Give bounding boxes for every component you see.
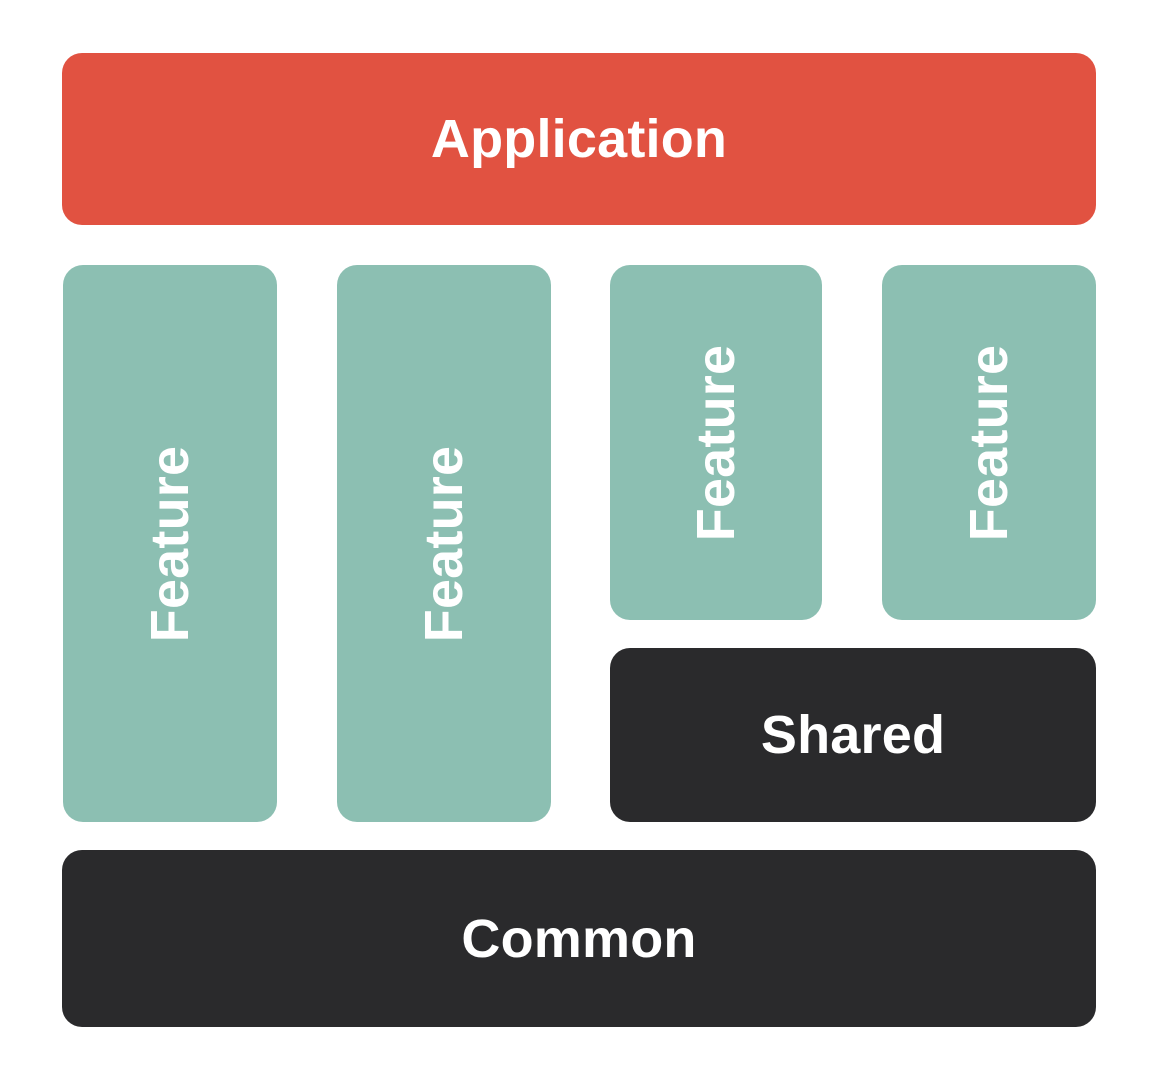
feature-module-block-1[interactable]: Feature: [63, 265, 277, 822]
feature-module-block-3[interactable]: Feature: [610, 265, 822, 620]
feature-module-label-2: Feature: [414, 445, 474, 642]
common-layer-label: Common: [461, 908, 697, 969]
common-layer-block[interactable]: Common: [62, 850, 1096, 1027]
application-layer-label: Application: [430, 109, 728, 169]
shared-layer-label: Shared: [760, 705, 946, 765]
shared-layer-block[interactable]: Shared: [610, 648, 1096, 822]
feature-module-block-2[interactable]: Feature: [337, 265, 551, 822]
feature-module-block-4[interactable]: Feature: [882, 265, 1096, 620]
application-layer-block[interactable]: Application: [62, 53, 1096, 225]
feature-module-label-1: Feature: [140, 445, 200, 642]
feature-module-label-3: Feature: [686, 344, 746, 541]
feature-module-label-4: Feature: [959, 344, 1019, 541]
